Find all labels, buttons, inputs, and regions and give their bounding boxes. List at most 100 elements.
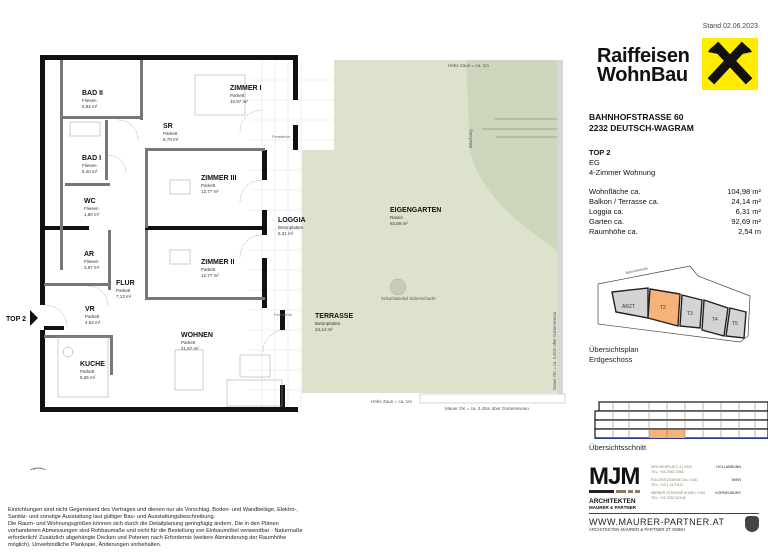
manhole-note: Schachtdeckel Sickerschacht [381, 296, 436, 301]
area-table: Wohnfläche ca.104,98 m² Balkon / Terrass… [589, 187, 761, 237]
fence-note-bottom: Höhe Zaun = ca. 1m [371, 399, 412, 404]
wall-note-bottom: Mauer OK = ca. 3,45m über Gartenniveau [445, 406, 529, 411]
entrance-label: TOP 2 [6, 316, 26, 323]
room-name: ZIMMER I [230, 85, 262, 92]
overview-plan-caption: Übersichtsplan Erdgeschoss [589, 345, 639, 365]
room-area: 4,63 m² [85, 320, 101, 325]
architect-website[interactable]: WWW.MAURER-PARTNER.AT [589, 516, 725, 527]
room-area: 8,25 m² [80, 375, 96, 380]
room-name: WOHNEN [181, 332, 213, 339]
date-stamp: Stand 02.06.2023 [702, 23, 758, 30]
room-area: 1,80 m² [84, 212, 100, 217]
room-area: 3,97 m² [84, 265, 100, 270]
window-door-note: Fenstertür [272, 134, 291, 139]
room-floor: Parkett [201, 183, 216, 188]
office-tel: TEL: +43 2262 62148 [651, 496, 686, 500]
architect-name2: MAURER & PARTNER [589, 505, 636, 510]
wall-note-side: Mauer OK = ca. 3,45m über Gartenniveau [552, 311, 557, 390]
area-label: Balkon / Terrasse ca. [589, 197, 659, 206]
raiffeisen-gable-cross-icon [702, 38, 758, 90]
architect-block: MJM ARCHITEKTEN MAURER & PARTNER KIRCHEN… [589, 465, 759, 532]
room-floor: Parkett [181, 340, 196, 345]
caption-line1: Übersichtsplan [589, 345, 639, 354]
address-line2: 2232 DEUTSCH-WAGRAM [589, 123, 694, 133]
area-row: Garten ca. 92,69 m² [589, 217, 761, 227]
disclaimer-para1: Einrichtungen sind nicht Gegenstand des … [8, 507, 298, 520]
room-floor: Parkett [230, 93, 245, 98]
room-name: EIGENGARTEN [390, 207, 442, 214]
room-name: BAD I [82, 155, 102, 162]
room-name: SR [163, 123, 173, 130]
entrance-arrow-icon [30, 310, 38, 326]
brand-logo-text: Raiffeisen WohnBau [597, 45, 690, 85]
room-area: 24,14 m² [315, 327, 333, 332]
room-floor: Parkett [80, 369, 95, 374]
disclaimer: Einrichtungen sind nicht Gegenstand des … [8, 507, 308, 549]
office-city: WIEN [731, 478, 741, 482]
overview-site-plan: Bahnhofstraße ARZT T2 T3 T4 T5 [597, 265, 751, 343]
north-compass-icon [29, 467, 47, 470]
office-addr: KIRCHENPLATZ 3 | 2020 [651, 465, 693, 469]
room-name: BAD II [82, 90, 103, 97]
area-value: 24,14 m² [731, 197, 761, 206]
room-area: 21,67 m² [181, 346, 199, 351]
room-area: 8,70 m² [163, 137, 179, 142]
room-floor: Betonplatten [278, 225, 304, 230]
area-label: Wohnfläche ca. [589, 187, 641, 196]
room-name: ZIMMER II [201, 259, 235, 266]
room-area: 6,31 m² [278, 231, 294, 236]
area-row: Loggia ca.6,31 m² [589, 207, 761, 217]
room-name: WC [84, 198, 96, 205]
disclaimer-para2: Die Raum- und Wohnungsgrößen können sich… [8, 521, 303, 548]
austrian-eagle-icon [745, 516, 759, 532]
unit-t4: T4 [712, 317, 718, 323]
architect-company: ARCHITEKTEN MAURER & PARTNER ZT GMBH [589, 526, 685, 532]
room-area: 5,92 m² [82, 104, 98, 109]
room-floor: Betonplatten [315, 321, 341, 326]
unit-t3: T3 [687, 311, 693, 317]
office-addr: KOLONITZGASSE 3A | 1030 [651, 478, 698, 482]
unit-t5: T5 [732, 321, 738, 327]
area-value: 92,69 m² [731, 217, 761, 226]
office-tel: TEL: +43 1 3170112 [651, 483, 684, 487]
room-floor: Rasen [390, 215, 404, 220]
area-label: Garten ca. [589, 217, 625, 226]
room-name: ZIMMER III [201, 175, 237, 182]
office-addr: WIENER STRASSE 5/1/60 | 2100 [651, 491, 706, 495]
room-area: 92,69 m² [390, 221, 408, 226]
room-name: TERRASSE [315, 313, 354, 320]
room-name: AR [84, 251, 95, 258]
fence-note-top: Höhe Zaun = ca. 1m [448, 63, 489, 68]
room-name: LOGGIA [278, 217, 306, 224]
slope-note: Böschung [468, 129, 473, 148]
room-name: FLUR [116, 280, 135, 287]
unit-t2: T2 [660, 305, 666, 311]
overview-section [594, 401, 768, 439]
brand-line1: Raiffeisen [597, 45, 690, 67]
caption-line2: Erdgeschoss [589, 355, 633, 364]
room-area: 10,97 m² [230, 99, 248, 104]
room-floor: Fliesen [82, 163, 97, 168]
architect-logo: MJM [589, 463, 640, 490]
address-block: BAHNHOFSTRASSE 60 2232 DEUTSCH-WAGRAM [589, 112, 694, 134]
window-door-note: Fenstertür [274, 312, 293, 317]
office-tel: TEL: +43 2952 3945 [651, 470, 684, 474]
room-area: 7,13 m² [116, 294, 132, 299]
room-floor: Parkett [85, 314, 100, 319]
area-value: 6,31 m² [735, 207, 761, 216]
room-floor: Parkett [163, 131, 178, 136]
logo-bars-icon [589, 490, 647, 493]
room-area: 6,40 m² [82, 169, 98, 174]
